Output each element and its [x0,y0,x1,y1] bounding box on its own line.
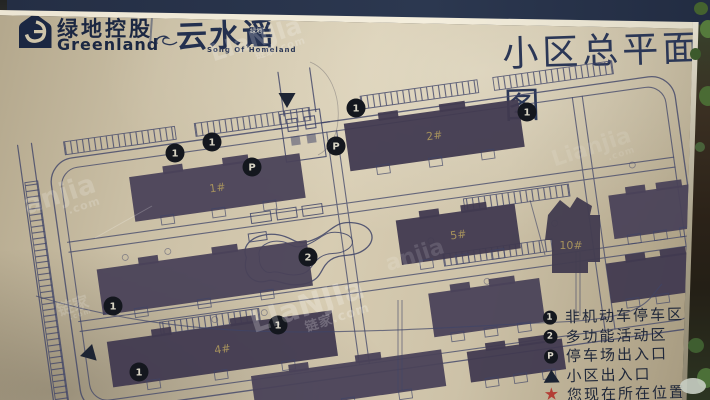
building [395,203,521,266]
site-boundary [35,283,663,333]
parking-strip [492,60,614,91]
building-labels: 1# 2# 5# 4# [209,128,468,357]
leaf [694,2,708,15]
entrance-markers [80,93,296,361]
svg-text:1: 1 [172,149,179,160]
svg-text:P: P [248,163,255,174]
numbered-marker-icon [298,247,318,267]
legend-item: ★ 您现在所在位置 [543,382,687,400]
building [250,349,447,400]
building-label: 2# [425,128,443,143]
svg-text:1: 1 [353,104,360,115]
numbered-marker-icon [268,315,288,335]
svg-text:2: 2 [305,253,312,264]
numbered-marker-icon [103,296,123,316]
building-label: 5# [449,227,467,242]
numbered-marker-icon [346,98,366,118]
tree-icon [260,309,268,317]
svg-text:1: 1 [209,138,216,149]
greenland-logo-icon [19,15,52,48]
numbered-marker-icon [517,102,537,122]
entrance-triangle-icon [278,93,296,108]
building-10 [545,197,600,273]
building [605,249,693,304]
svg-text:1: 1 [524,108,531,119]
numbered-marker-icon [326,136,346,156]
tree-icon [121,254,129,261]
svg-text:1: 1 [275,321,282,332]
parking-strip [63,125,177,156]
numbered-marker-icon [242,157,262,177]
leaf [699,86,710,106]
leaf [690,48,701,60]
entrance-gate [273,108,330,163]
building [96,240,313,316]
building [608,183,693,240]
svg-text:P: P [332,142,339,153]
tree-icon [628,161,636,169]
brand-name-cn: 绿地控股 [57,17,153,41]
building [129,153,306,222]
svg-text:1: 1 [110,302,117,313]
building [343,99,525,172]
numbered-marker-icon: 1 [541,310,558,325]
building-label: 1# [209,180,227,195]
building-10-label: 10# [559,239,582,252]
entrance-triangle-icon [542,368,560,383]
numbered-marker-icon: 2 [541,329,558,345]
numbered-marker-icon [202,132,222,152]
building [428,278,546,338]
numbered-marker-icon [129,362,149,382]
cloud-flourish-icon [155,35,178,46]
plot-lines [397,199,581,390]
leaf [700,20,710,38]
stone [680,378,706,394]
tree-icon [211,316,219,323]
parking-strips [24,60,614,400]
svg-text:1: 1 [136,368,143,379]
building-label: 4# [214,342,232,357]
leaf [688,338,704,353]
numbered-marker-icon: P [542,349,559,364]
scratch [94,205,153,239]
leaf [695,142,705,152]
numbered-marker-icon [165,143,185,163]
location-star-icon: ★ [543,384,560,400]
legend-label: 您现在所在位置 [566,383,687,400]
entrance-triangle-icon [80,344,97,361]
scratch [309,61,339,156]
brand-name-en: Greenland [57,35,160,54]
parking-strip [24,180,71,400]
tree-icon [164,248,172,255]
project-subtitle: Song Of Homeland [207,46,297,54]
project-seal: 绿地 [249,27,263,44]
